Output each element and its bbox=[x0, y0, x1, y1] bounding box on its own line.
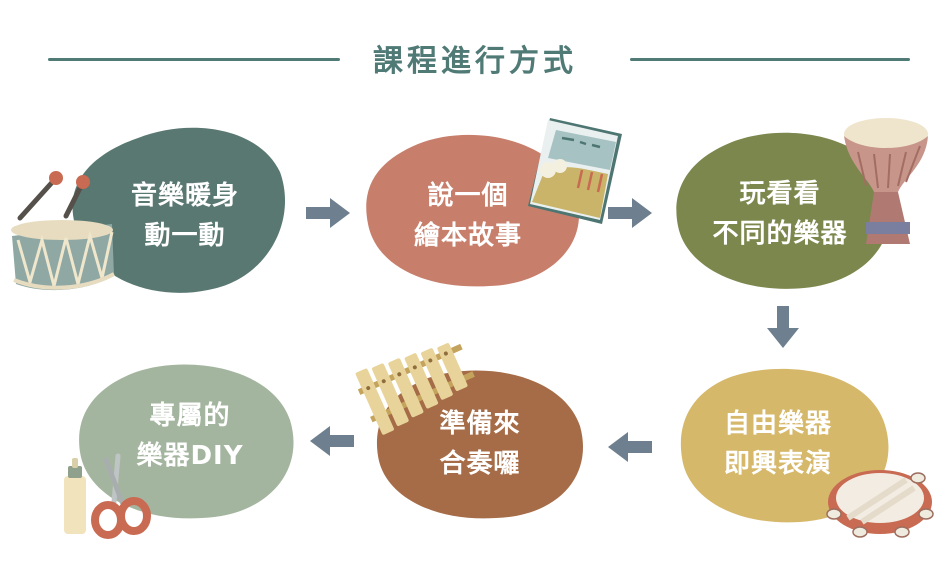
step-ensemble-line2: 合奏囉 bbox=[439, 449, 521, 479]
picture-book-icon bbox=[528, 118, 622, 224]
title-line-right bbox=[630, 58, 910, 61]
step-story-line2: 繪本故事 bbox=[413, 221, 522, 251]
step-improv-line2: 即興表演 bbox=[723, 449, 832, 479]
scissors-glue-icon bbox=[64, 453, 151, 539]
step-warmup-text: 音樂暖身 動一動 bbox=[100, 176, 270, 256]
arrow-right-icon bbox=[608, 198, 652, 228]
step-improv-line1: 自由樂器 bbox=[723, 409, 832, 439]
step-diy-text: 專屬的 樂器DIY bbox=[110, 396, 270, 476]
arrow-right-icon bbox=[306, 198, 350, 228]
step-instruments-line1: 玩看看 bbox=[739, 179, 821, 209]
step-warmup-line1: 音樂暖身 bbox=[130, 181, 239, 211]
step-improv-blob bbox=[680, 368, 889, 523]
tambourine-icon bbox=[826, 470, 934, 538]
step-ensemble-line1: 準備來 bbox=[439, 409, 521, 439]
xylophone-icon bbox=[355, 343, 475, 435]
drum-icon bbox=[11, 171, 115, 291]
title-line-left bbox=[48, 58, 340, 61]
step-story-blob bbox=[366, 134, 580, 287]
step-story-line1: 說一個 bbox=[427, 181, 509, 211]
arrow-down-icon bbox=[767, 306, 799, 348]
step-story-text: 說一個 繪本故事 bbox=[388, 176, 548, 256]
step-warmup-blob bbox=[72, 127, 286, 293]
step-diy-line1: 專屬的 bbox=[149, 401, 231, 431]
step-improv-text: 自由樂器 即興表演 bbox=[696, 404, 860, 484]
step-warmup-line2: 動一動 bbox=[144, 221, 226, 251]
step-diy-line2: 樂器DIY bbox=[136, 441, 244, 471]
step-ensemble-text: 準備來 合奏囉 bbox=[400, 404, 560, 484]
step-diy-blob bbox=[79, 364, 294, 519]
djembe-icon bbox=[844, 118, 928, 244]
arrow-left-icon bbox=[310, 426, 354, 456]
step-instruments-blob bbox=[676, 132, 891, 289]
step-instruments-text: 玩看看 不同的樂器 bbox=[692, 174, 868, 254]
arrow-left-icon bbox=[608, 432, 652, 462]
page-title: 課程進行方式 bbox=[373, 44, 577, 79]
step-instruments-line2: 不同的樂器 bbox=[712, 219, 848, 249]
